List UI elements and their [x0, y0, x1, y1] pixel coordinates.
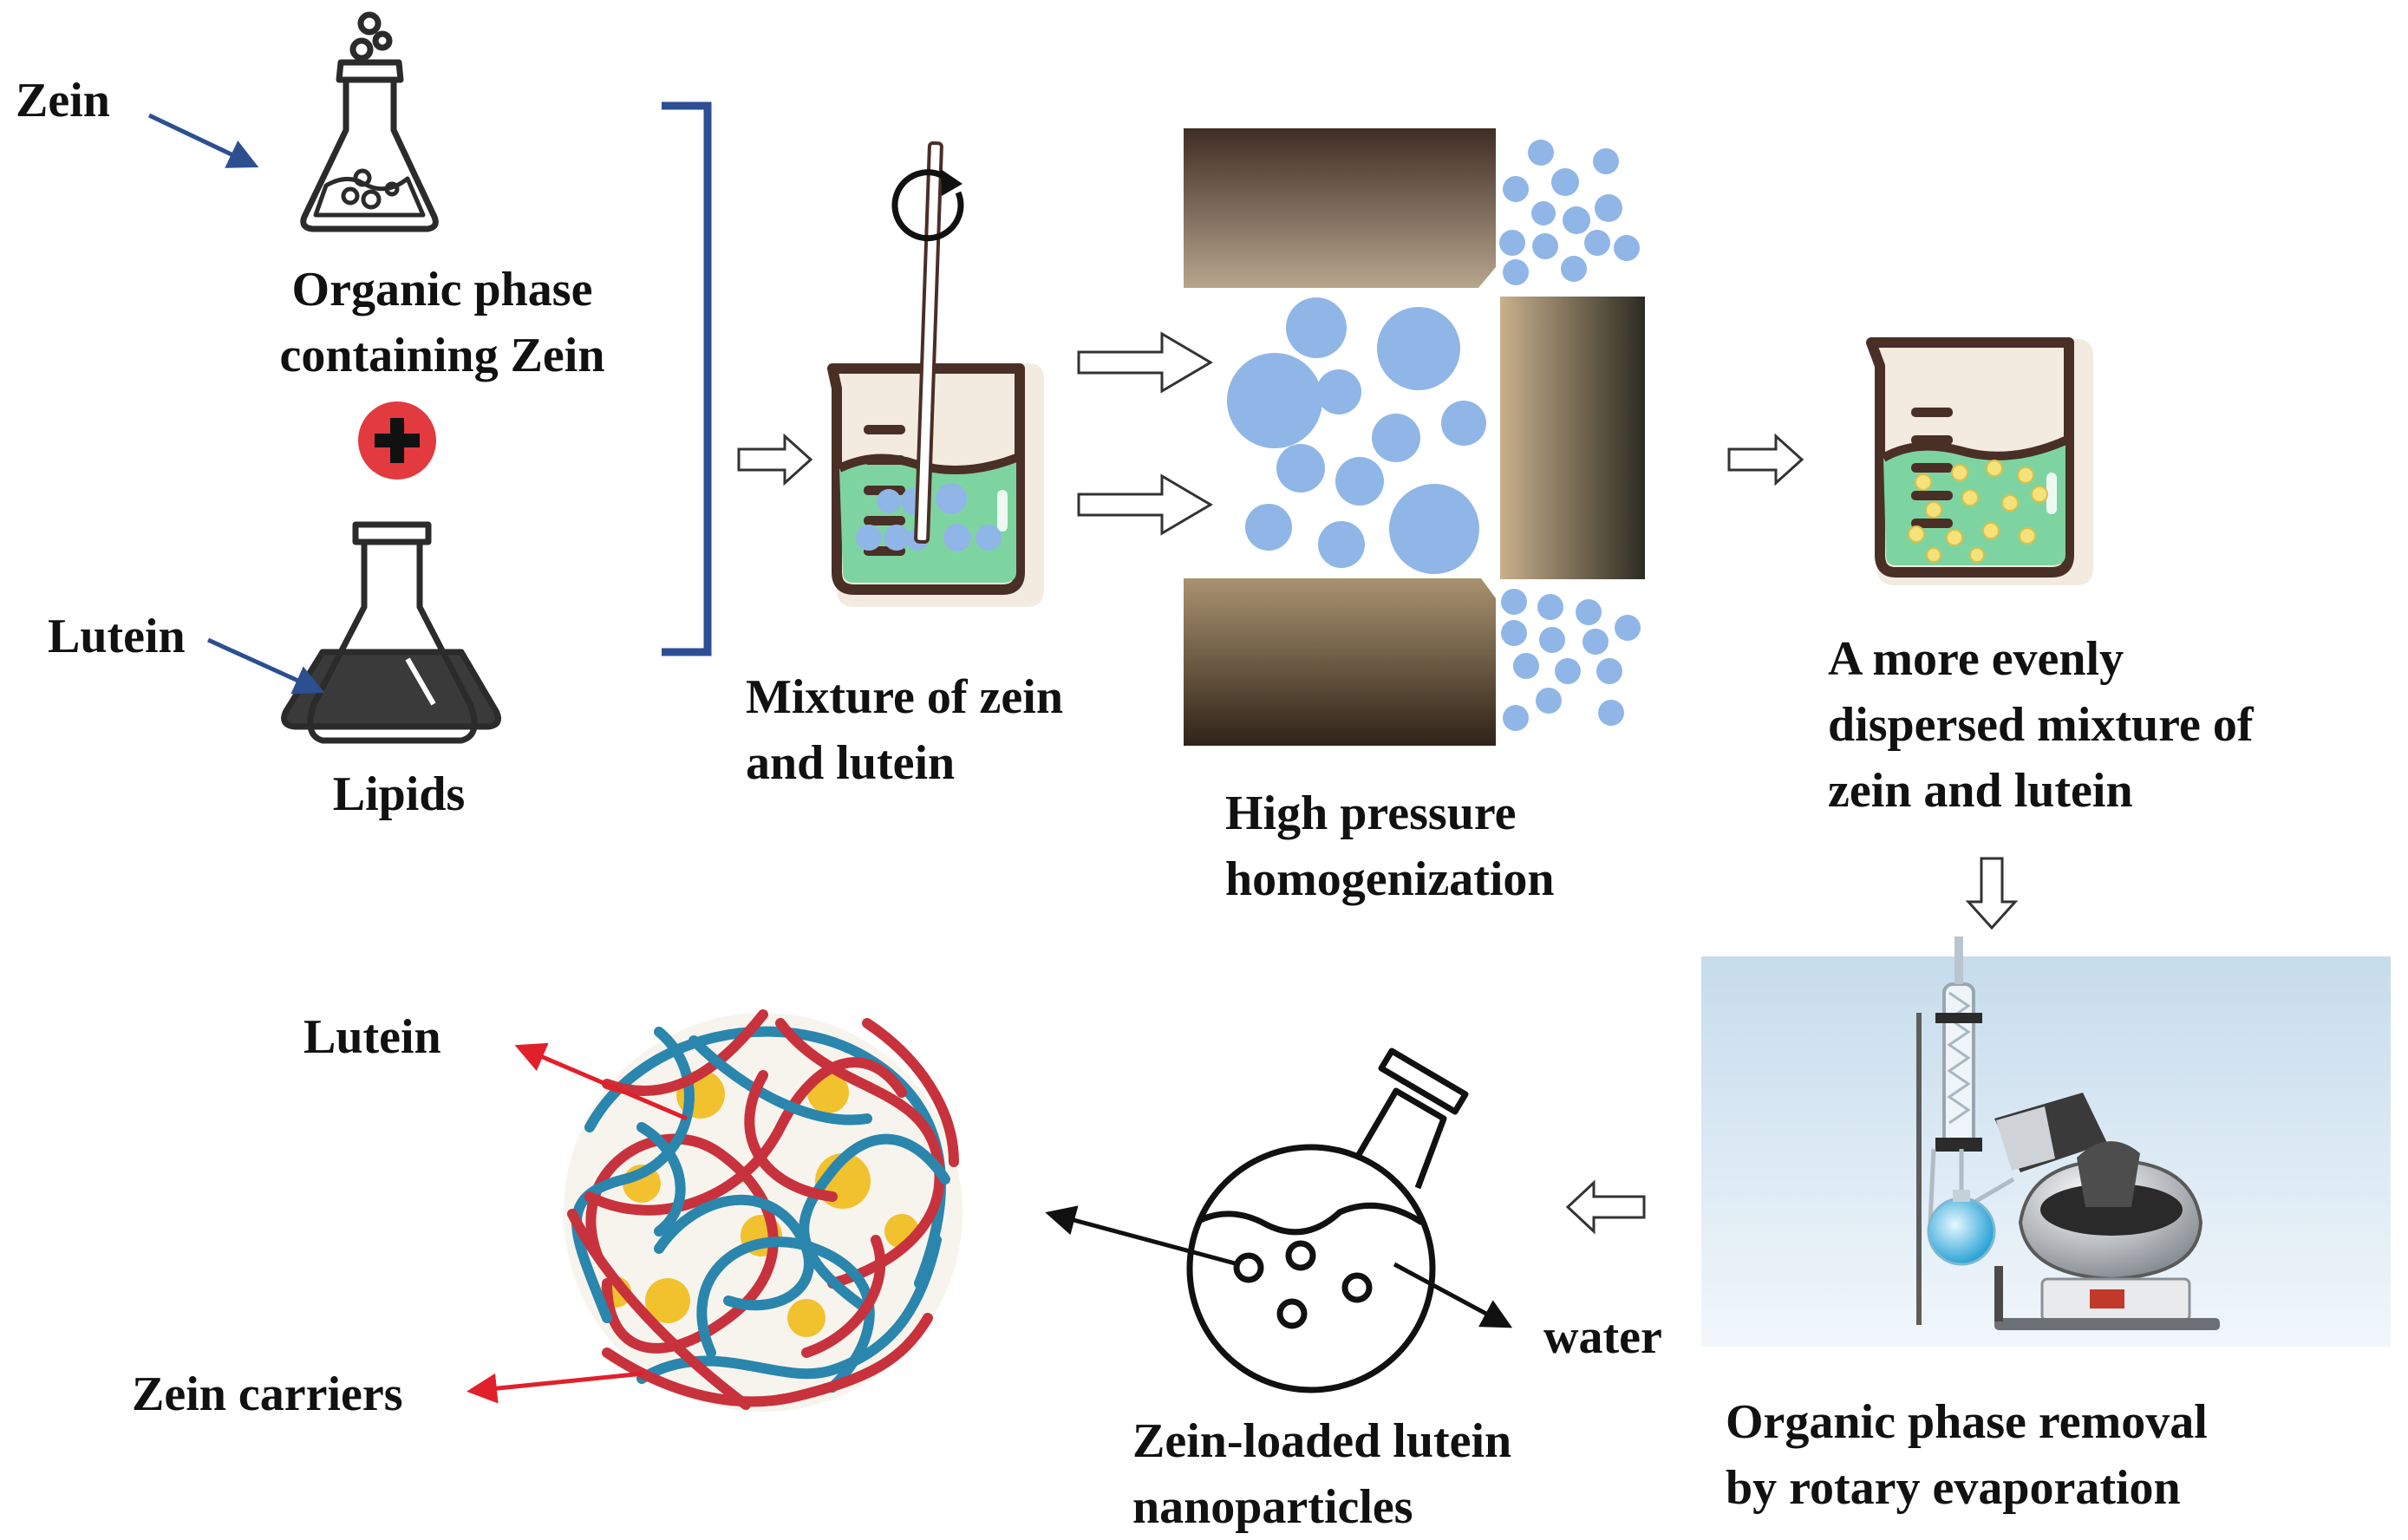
- grouping-bracket: [662, 101, 712, 656]
- label-lutein-bottom: Lutein: [303, 1010, 441, 1064]
- label-organic-phase: Organic phase containing Zein: [243, 257, 642, 388]
- label-hph-line2: homogenization: [1225, 852, 1555, 906]
- label-mixture: Mixture of zein and lutein: [746, 664, 1063, 796]
- flask-organic-icon: [300, 11, 439, 232]
- label-water: water: [1543, 1310, 1662, 1364]
- particle-arrow: [1045, 1205, 1239, 1267]
- label-hph-line1: High pressure: [1225, 786, 1517, 840]
- hollow-arrow-down: [1965, 857, 2019, 930]
- label-mixture-line2: and lutein: [746, 736, 956, 790]
- beaker-stirring-icon: [827, 141, 1044, 607]
- label-rotary-line1: Organic phase removal: [1726, 1395, 2208, 1449]
- round-flask-icon: [1186, 1047, 1469, 1393]
- lutein-arrow: [206, 637, 325, 695]
- label-nano-line2: nanoparticles: [1132, 1480, 1413, 1534]
- hollow-arrow-3: [1727, 433, 1804, 486]
- beaker-dispersed-icon: [1866, 337, 2093, 585]
- hollow-arrow-2: [1077, 331, 1213, 536]
- rotary-evaporator-icon: [1701, 936, 2391, 1347]
- label-nanoparticles: Zein-loaded lutein nanoparticles: [1132, 1408, 1511, 1540]
- label-zein: Zein: [16, 74, 110, 127]
- label-even-line3: zein and lutein: [1828, 764, 2133, 818]
- zein-arrow: [147, 113, 259, 168]
- label-rotary-line2: by rotary evaporation: [1726, 1461, 2181, 1515]
- label-mixture-line1: Mixture of zein: [746, 670, 1063, 724]
- label-rotary: Organic phase removal by rotary evaporat…: [1726, 1389, 2208, 1521]
- label-zein-carriers: Zein carriers: [132, 1367, 403, 1421]
- label-lipids: Lipids: [332, 767, 466, 821]
- water-arrow: [1393, 1262, 1513, 1328]
- label-even-line1: A more evenly: [1828, 632, 2124, 686]
- label-even-line2: dispersed mixture of: [1828, 698, 2254, 752]
- label-nano-line1: Zein-loaded lutein: [1132, 1414, 1512, 1468]
- label-even-mixture: A more evenly dispersed mixture of zein …: [1828, 626, 2254, 824]
- carrier-red-arrow: [467, 1371, 644, 1404]
- label-lutein-top: Lutein: [48, 610, 186, 663]
- label-organic-phase-line2: containing Zein: [279, 329, 605, 382]
- plus-icon: [358, 401, 436, 480]
- hollow-arrow-1: [737, 433, 813, 486]
- label-organic-phase-line1: Organic phase: [291, 263, 593, 316]
- label-hph: High pressure homogenization: [1225, 780, 1555, 912]
- lutein-red-arrow: [514, 1042, 688, 1121]
- flask-lipids-icon: [281, 521, 501, 744]
- homogenizer-icon: [1184, 128, 1645, 746]
- nanoparticle-ball-icon: [564, 1009, 963, 1412]
- hollow-arrow-left: [1565, 1179, 1646, 1235]
